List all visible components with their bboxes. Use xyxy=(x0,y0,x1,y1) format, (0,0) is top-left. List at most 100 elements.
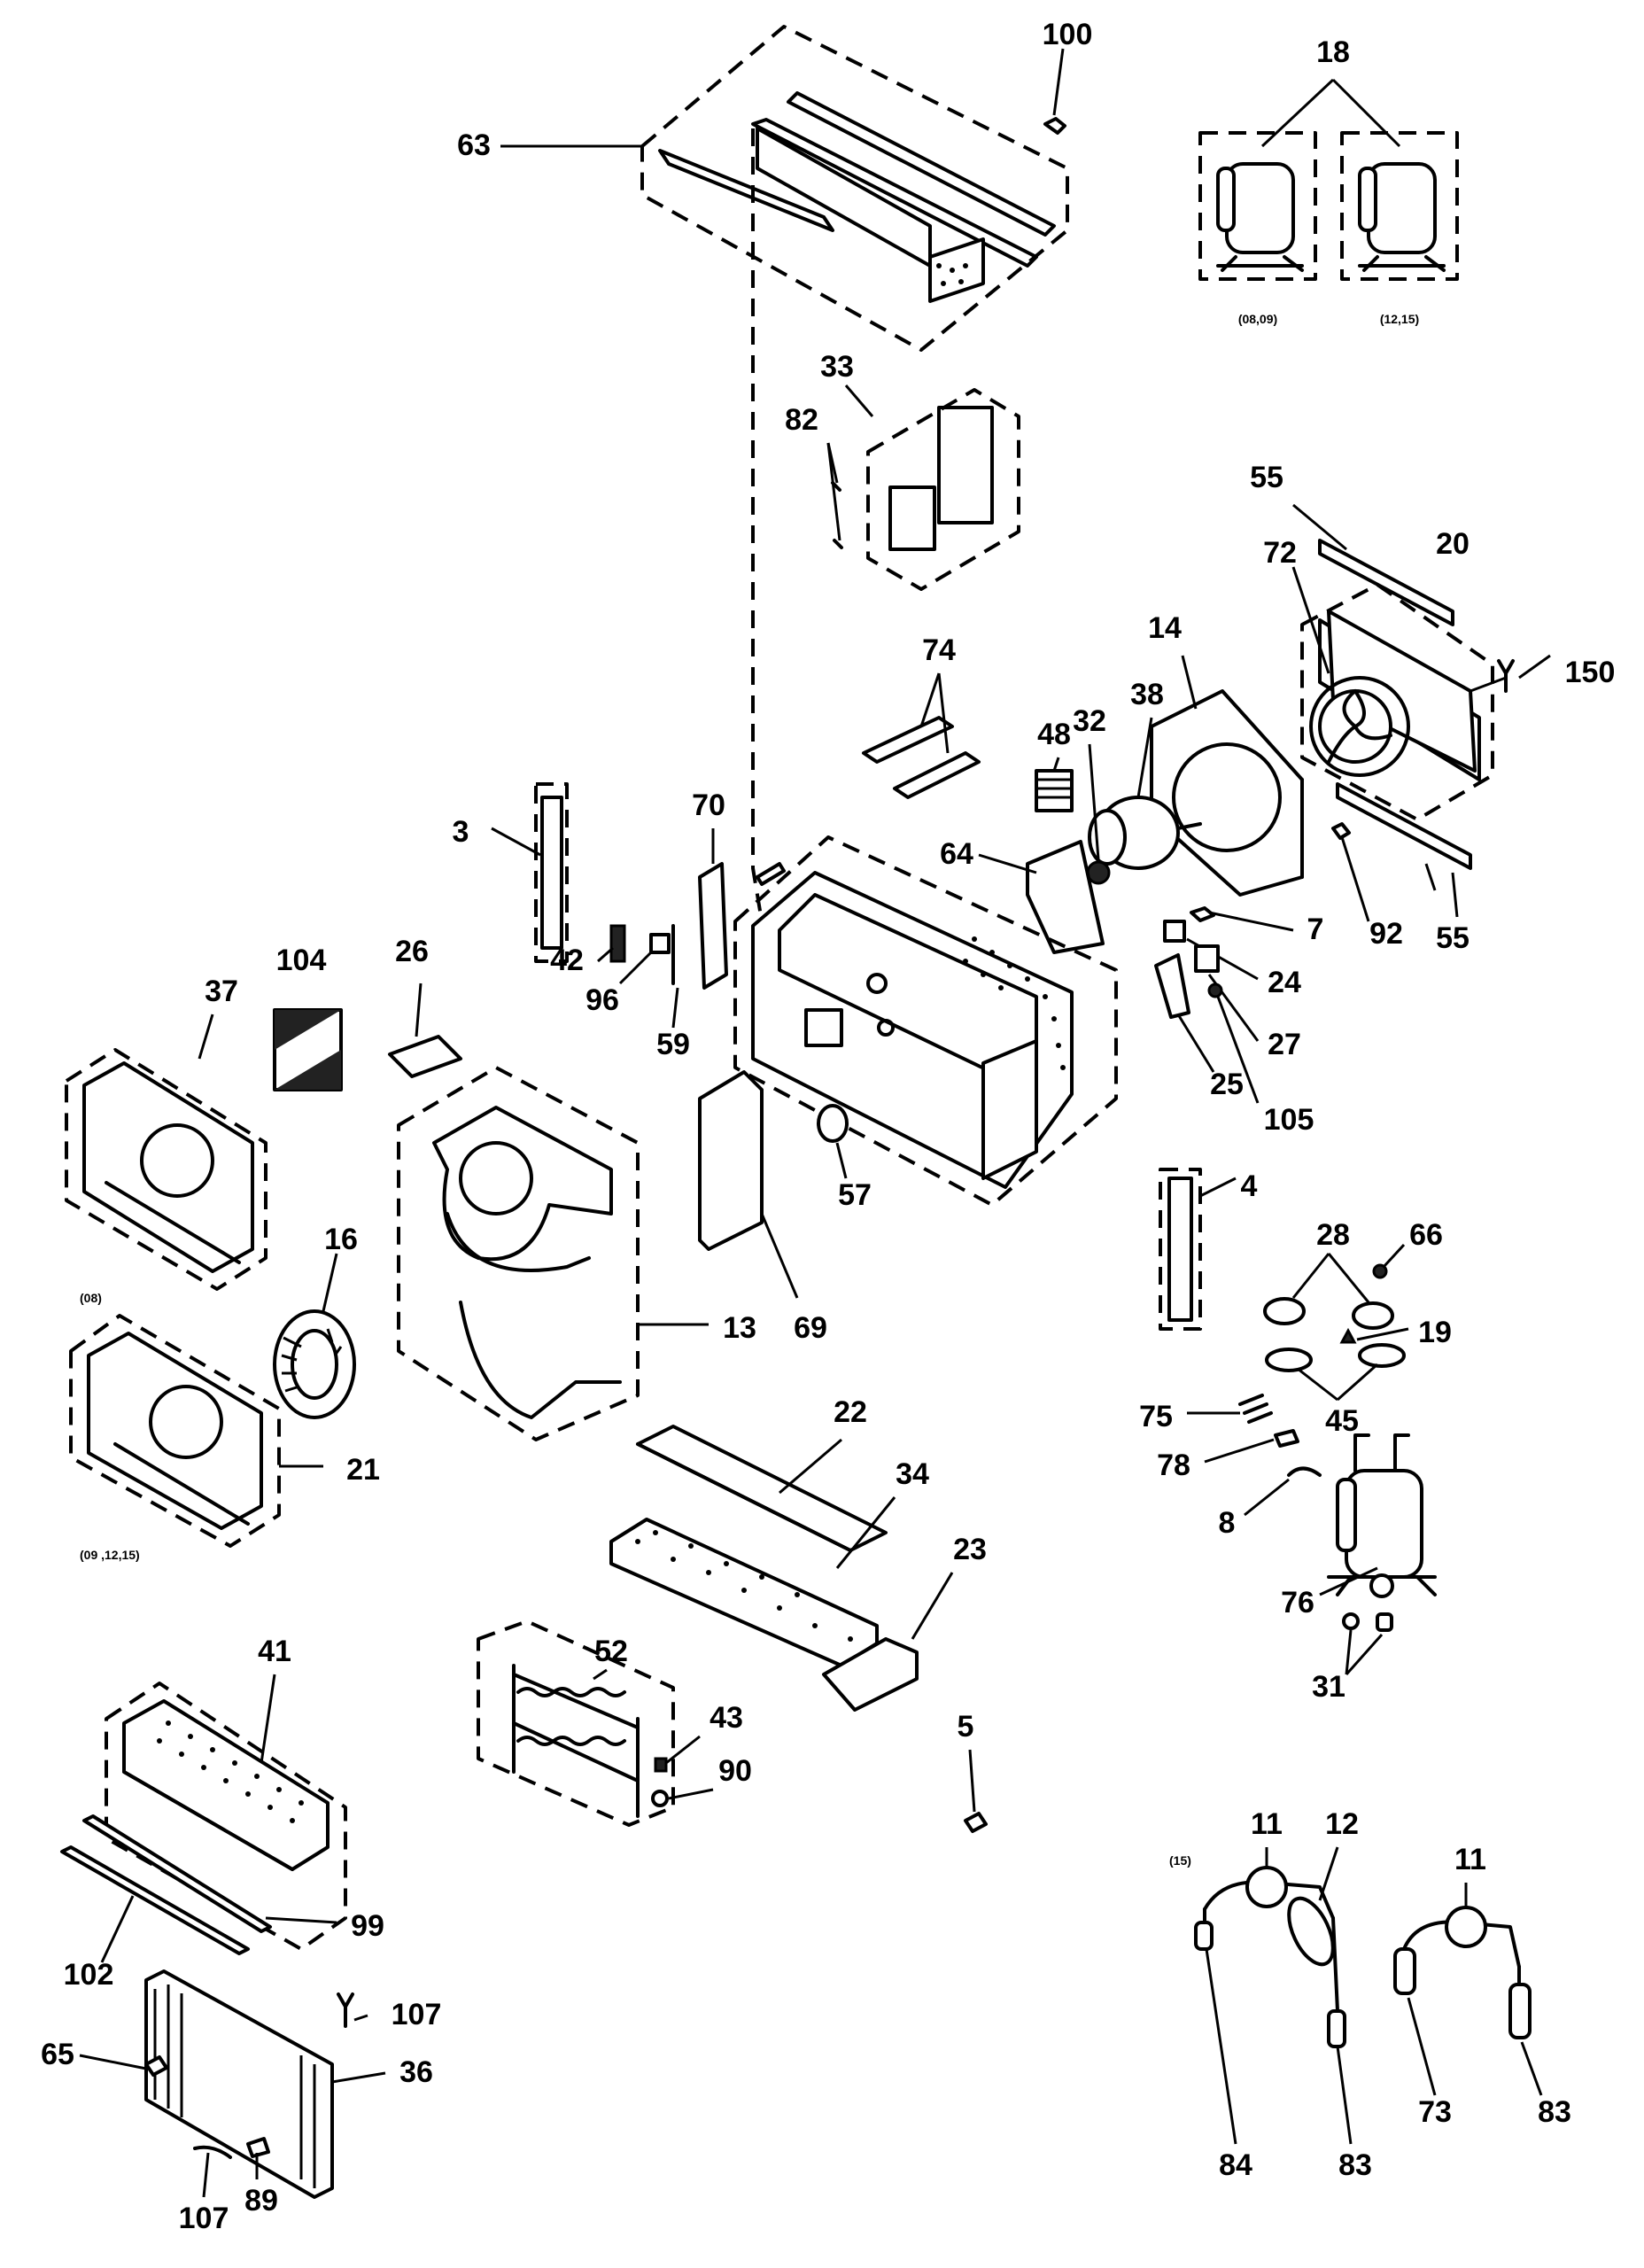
label-102: 102 xyxy=(64,1958,114,1992)
part-92-clip xyxy=(1331,822,1351,840)
label-48: 48 xyxy=(1037,718,1071,751)
label-74: 74 xyxy=(922,633,956,667)
label-89: 89 xyxy=(244,2184,278,2218)
label-45: 45 xyxy=(1325,1404,1359,1438)
part-70-bracket xyxy=(698,862,728,990)
label-100: 100 xyxy=(1043,18,1093,51)
part-89-clip xyxy=(246,2137,270,2158)
label-65: 65 xyxy=(41,2038,74,2071)
tubing-assembly-15 xyxy=(1194,1866,1346,2048)
part-24-block xyxy=(1163,920,1186,943)
part-78-connector xyxy=(1274,1429,1299,1448)
part-66-nut xyxy=(1372,1263,1388,1279)
label-92: 92 xyxy=(1369,917,1403,951)
part-43-clip xyxy=(654,1757,668,1773)
label-19: 19 xyxy=(1418,1316,1452,1349)
part-5-screw xyxy=(964,1812,988,1833)
label-24: 24 xyxy=(1268,966,1301,999)
label-76: 76 xyxy=(1281,1586,1314,1619)
label-33: 33 xyxy=(820,350,854,384)
housing-09-15 xyxy=(69,1314,281,1548)
alignment-line xyxy=(751,128,764,922)
label-8: 8 xyxy=(1219,1506,1236,1540)
label-150: 150 xyxy=(1565,656,1616,689)
part-25-bracket xyxy=(1154,953,1190,1019)
label-57: 57 xyxy=(838,1178,872,1212)
label-27: 27 xyxy=(1268,1028,1301,1061)
heater-assembly xyxy=(477,1619,675,1827)
label-7: 7 xyxy=(1307,913,1324,946)
part-150-sensor xyxy=(1497,659,1515,693)
part-31-grommet xyxy=(1376,1612,1393,1632)
label-22: 22 xyxy=(834,1395,867,1429)
label-5: 5 xyxy=(958,1710,974,1744)
label-36: 36 xyxy=(399,2055,433,2089)
part-32-washer xyxy=(1086,860,1111,885)
compressor-icon xyxy=(1216,162,1304,272)
label-63: 63 xyxy=(457,128,491,162)
label-75: 75 xyxy=(1139,1400,1173,1433)
label-43: 43 xyxy=(710,1701,743,1735)
part-48-grille xyxy=(1035,769,1074,812)
part-28-mount xyxy=(1263,1297,1306,1325)
label-55-top: 55 xyxy=(1250,461,1283,494)
label-90: 90 xyxy=(718,1754,752,1788)
part-105-washer xyxy=(1207,983,1223,998)
label-99: 99 xyxy=(351,1909,384,1943)
label-59: 59 xyxy=(656,1028,690,1061)
label-34: 34 xyxy=(896,1457,929,1491)
front-grille xyxy=(105,1682,347,1951)
label-28: 28 xyxy=(1316,1218,1350,1252)
label-84: 84 xyxy=(1219,2148,1252,2182)
compressor-options: (08,09) (12,15) xyxy=(1198,78,1459,326)
part-19-washer xyxy=(1339,1327,1357,1344)
label-11-left: 11 xyxy=(1251,1807,1283,1841)
part-23-channel xyxy=(822,1637,919,1712)
label-73: 73 xyxy=(1418,2095,1452,2129)
part-number-labels: 100 18 63 33 82 55 20 72 14 150 74 48 32… xyxy=(41,18,1615,2235)
label-38: 38 xyxy=(1130,678,1164,711)
part-base-clip xyxy=(756,862,786,886)
label-78: 78 xyxy=(1157,1449,1190,1482)
part-74-bracket xyxy=(893,751,981,799)
compressor-note-left: (08,09) xyxy=(1238,312,1277,326)
label-52: 52 xyxy=(594,1635,628,1668)
label-66: 66 xyxy=(1409,1218,1443,1252)
part-8-clip xyxy=(1287,1466,1322,1477)
label-3: 3 xyxy=(453,815,469,849)
part-75-terminals xyxy=(1238,1394,1273,1424)
part-107-sensor xyxy=(337,1992,354,2028)
label-4: 4 xyxy=(1241,1169,1258,1203)
part-45-grommet xyxy=(1265,1348,1313,1372)
label-107-bottom: 107 xyxy=(179,2202,229,2235)
label-32: 32 xyxy=(1073,704,1106,738)
housing-09-15-note: (09 ,12,15) xyxy=(80,1548,140,1562)
part-57-grommet xyxy=(817,1104,849,1143)
part-90-nut xyxy=(651,1790,669,1807)
part-69-panel xyxy=(698,1070,764,1251)
label-20: 20 xyxy=(1436,527,1470,561)
base-pan-group xyxy=(733,835,1118,1207)
blower-scroll xyxy=(397,1066,640,1441)
label-11-right: 11 xyxy=(1454,1843,1486,1876)
part-26-plate xyxy=(388,1035,462,1078)
label-13: 13 xyxy=(723,1311,756,1345)
label-41: 41 xyxy=(258,1635,291,1668)
label-12: 12 xyxy=(1325,1807,1359,1841)
fan-motor xyxy=(1088,796,1202,870)
part-96-clip xyxy=(649,933,671,954)
compressor-icon xyxy=(1358,162,1446,272)
part-104-filter-pad xyxy=(273,1008,343,1091)
label-105: 105 xyxy=(1264,1103,1314,1137)
part-99-strip xyxy=(82,1814,272,1933)
part-55-bottom-bar xyxy=(1336,782,1472,870)
label-16: 16 xyxy=(324,1223,358,1256)
part-100-clip xyxy=(1043,117,1066,135)
compressor-note-right: (12,15) xyxy=(1380,312,1419,326)
label-26: 26 xyxy=(395,935,429,968)
label-104: 104 xyxy=(276,944,327,977)
label-21: 21 xyxy=(346,1453,380,1487)
part-3-box xyxy=(534,782,569,963)
label-82: 82 xyxy=(785,403,818,437)
